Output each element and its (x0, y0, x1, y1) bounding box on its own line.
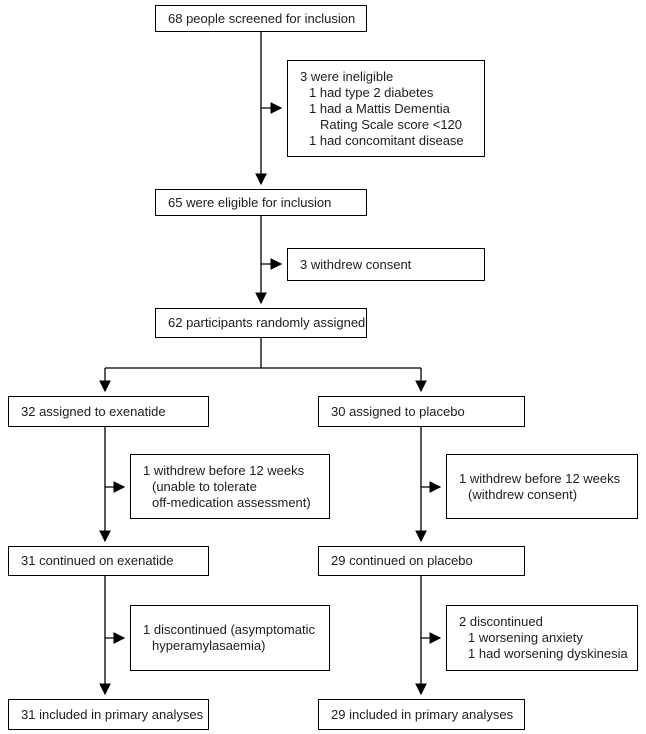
box-continued-exenatide-text: 31 continued on exenatide (21, 553, 174, 568)
box-assigned-placebo: 30 assigned to placebo (318, 396, 525, 427)
box-discontinued-exenatide: 1 discontinued (asymptomatic hyperamylas… (130, 605, 330, 671)
box-ineligible-line: Rating Scale score <120 (320, 116, 463, 132)
box-ineligible-line: 1 had a Mattis Dementia (309, 100, 450, 116)
box-withdrew-exenatide: 1 withdrew before 12 weeks (unable to to… (130, 454, 330, 519)
box-included-exenatide-text: 31 included in primary analyses (21, 706, 204, 722)
box-withdrew-consent-text: 3 withdrew consent (300, 256, 412, 272)
box-discontinued-exenatide-line: 1 discontinued (asymptomatic (143, 622, 315, 637)
box-continued-exenatide: 31 continued on exenatide (8, 546, 209, 576)
box-included-exenatide: 31 included in primary analyses (8, 699, 209, 730)
box-ineligible: 3 were ineligible 1 had type 2 diabetes … (287, 60, 485, 157)
box-included-placebo: 29 included in primary analyses (318, 699, 525, 730)
box-discontinued-placebo: 2 discontinued 1 worsening anxiety 1 had… (446, 605, 638, 671)
box-screened: 68 people screened for inclusion (155, 5, 367, 32)
box-ineligible-line: 1 had type 2 diabetes (309, 84, 434, 100)
box-eligible-text: 65 were eligible for inclusion (168, 194, 332, 210)
box-ineligible-line: 1 had concomitant disease (309, 132, 464, 148)
box-assigned-placebo-text: 30 assigned to placebo (331, 403, 465, 419)
box-withdrew-exenatide-line: off-medication assessment) (152, 494, 311, 510)
box-assigned-exenatide-text: 32 assigned to exenatide (21, 403, 166, 419)
box-discontinued-placebo-line: 1 worsening anxiety (468, 630, 583, 645)
box-discontinued-exenatide-line: hyperamylasaemia) (152, 638, 266, 653)
box-withdrew-exenatide-line: (unable to tolerate (152, 478, 257, 494)
box-screened-text: 68 people screened for inclusion (168, 10, 356, 26)
box-ineligible-line: 3 were ineligible (300, 68, 394, 84)
box-discontinued-placebo-line: 2 discontinued (459, 614, 543, 629)
connector-random-split (105, 338, 421, 369)
box-withdrew-placebo-line: (withdrew consent) (468, 486, 578, 502)
box-withdrew-exenatide-line: 1 withdrew before 12 weeks (143, 462, 305, 478)
box-randomized-text: 62 participants randomly assigned (168, 315, 366, 330)
box-withdrew-placebo: 1 withdrew before 12 weeks (withdrew con… (446, 454, 638, 519)
box-continued-placebo-text: 29 continued on placebo (331, 553, 473, 568)
box-eligible: 65 were eligible for inclusion (155, 189, 367, 216)
box-withdrew-consent: 3 withdrew consent (287, 248, 485, 281)
box-continued-placebo: 29 continued on placebo (318, 546, 525, 576)
box-included-placebo-text: 29 included in primary analyses (331, 706, 514, 722)
box-randomized: 62 participants randomly assigned (155, 308, 367, 338)
box-withdrew-placebo-line: 1 withdrew before 12 weeks (459, 470, 621, 486)
box-discontinued-placebo-line: 1 had worsening dyskinesia (468, 646, 628, 661)
box-assigned-exenatide: 32 assigned to exenatide (8, 396, 209, 427)
